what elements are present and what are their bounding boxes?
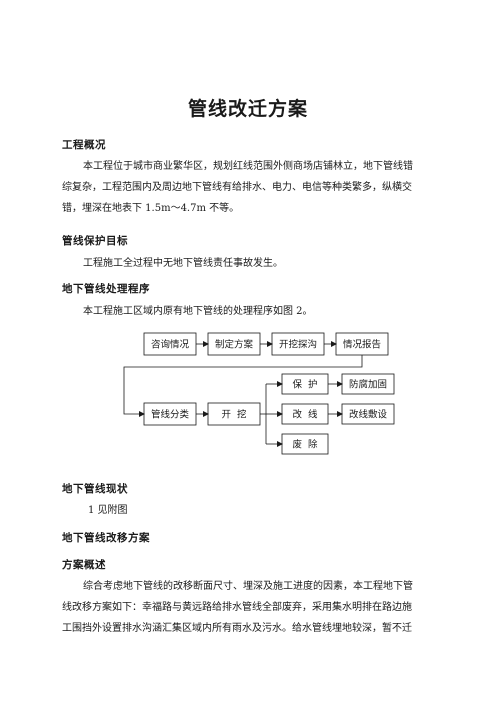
label-classify: 管线分类 xyxy=(151,409,190,421)
page-title: 管线改迁方案 xyxy=(187,98,308,120)
procedure-line: 本工程施工区域内原有地下管线的处理程序如图 2。 xyxy=(83,306,313,317)
summary-paragraph: 综合考虑地下管线的改移断面尺寸、埋深及施工进度的因素，本工程地下管 线改移方案如… xyxy=(62,576,436,639)
summary-line-3: 工围挡外设置排水沟涵汇集区域内所有雨水及污水。给水管线埋地较深，暂不迁 xyxy=(62,623,412,634)
overview-line-2: 综复杂，工程范围内及周边地下管线有给排水、电力、电信等种类繁多，纵横交 xyxy=(62,182,412,193)
box-anticorrosion xyxy=(341,373,395,395)
box-relay xyxy=(341,403,395,425)
section-heading-plan: 地下管线改移方案 xyxy=(62,532,150,544)
procedure-paragraph: 本工程施工区域内原有地下管线的处理程序如图 2。 xyxy=(62,301,436,322)
label-reroute: 改 线 xyxy=(292,409,318,421)
label-relay: 改线敷设 xyxy=(349,409,388,421)
overview-line-3: 错，埋深在地表下 1.5m～4.7m 不等。 xyxy=(62,203,240,214)
overview-paragraph: 本工程位于城市商业繁华区，规划红线范围外侧商场店铺林立，地下管线错 综复杂，工程… xyxy=(62,156,436,219)
section-heading-goal: 管线保护目标 xyxy=(62,235,128,247)
status-paragraph: 1 见附图 xyxy=(62,500,436,521)
label-abandon: 废 除 xyxy=(292,439,318,451)
label-trench: 开挖探沟 xyxy=(279,339,317,351)
section-heading-overview: 工程概况 xyxy=(62,139,106,151)
label-report: 情况报告 xyxy=(343,339,381,351)
summary-line-2: 线改移方案如下：幸福路与黄远路给排水管线全部废弃，采用集水明排在路边施 xyxy=(62,602,412,613)
label-plan: 制定方案 xyxy=(215,339,254,351)
box-abandon xyxy=(281,433,329,455)
label-protect: 保 护 xyxy=(292,379,317,391)
section-heading-summary: 方案概述 xyxy=(62,559,106,571)
section-heading-status: 地下管线现状 xyxy=(62,483,128,495)
label-excavate: 开 挖 xyxy=(221,409,247,421)
goal-paragraph: 工程施工全过程中无地下管线责任事故发生。 xyxy=(62,253,436,274)
goal-line: 工程施工全过程中无地下管线责任事故发生。 xyxy=(83,258,283,269)
section-heading-procedure: 地下管线处理程序 xyxy=(62,283,150,295)
status-line: 1 见附图 xyxy=(88,505,128,516)
label-anticorrosion: 防腐加固 xyxy=(349,379,387,391)
overview-line-1: 本工程位于城市商业繁华区，规划红线范围外侧商场店铺林立，地下管线错 xyxy=(83,161,413,172)
summary-line-1: 综合考虑地下管线的改移断面尺寸、埋深及施工进度的因素，本工程地下管 xyxy=(83,581,413,592)
label-consult: 咨询情况 xyxy=(151,339,190,351)
